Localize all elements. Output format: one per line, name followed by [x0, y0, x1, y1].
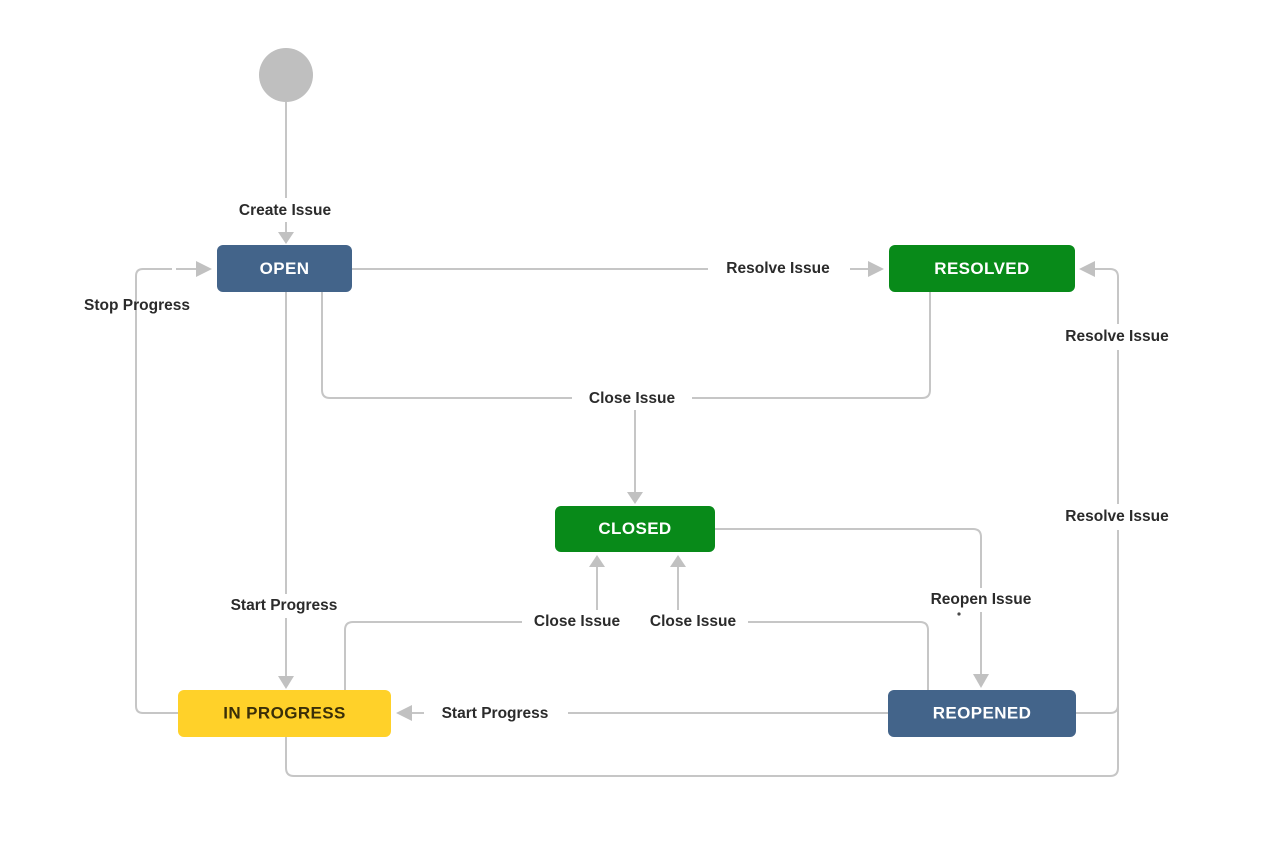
arrowhead-reopen-issue-to-reopened: [973, 674, 989, 688]
edge-resolve-issue-from-reopened: [1076, 530, 1119, 714]
edge-label-resolve-issue-top: Resolve Issue: [726, 260, 830, 277]
node-in-progress-rect[interactable]: [178, 690, 391, 737]
edge-reopen-issue: [715, 528, 982, 588]
edge-label-reopen-issue: Reopen Issue: [931, 591, 1032, 608]
node-open[interactable]: OPEN: [217, 245, 352, 292]
edge-stop-progress: [135, 268, 178, 714]
arrowhead-create-issue-to-open: [278, 232, 294, 244]
edge-label-resolve-issue-mid: Resolve Issue: [1065, 328, 1169, 345]
reopen-issue-dot-artifact: [957, 612, 961, 616]
edge-label-close-issue-top: Close Issue: [589, 390, 676, 407]
arrowhead-close-issue-in-progress-to-closed: [589, 555, 605, 567]
node-reopened-rect[interactable]: [888, 690, 1076, 737]
node-closed[interactable]: CLOSED: [555, 506, 715, 552]
edge-close-issue-from-open: [321, 292, 572, 399]
edge-close-issue-from-reopened: [748, 621, 929, 690]
edge-close-issue-from-resolved: [692, 292, 931, 399]
arrowhead-close-issue-to-closed: [627, 492, 643, 504]
node-resolved-label: RESOLVED: [934, 259, 1029, 278]
start-node-circle: [259, 48, 313, 102]
start-node-group: [259, 48, 313, 102]
edge-label-start-progress-bottom: Start Progress: [442, 705, 549, 722]
arrowhead-start-progress-to-in-progress: [278, 676, 294, 689]
edge-label-start-progress-center: Start Progress: [231, 597, 338, 614]
edges-layer: [135, 102, 1119, 777]
edge-labels-layer: Create Issue Stop Progress Resolve Issue…: [84, 202, 1169, 722]
node-reopened[interactable]: REOPENED: [888, 690, 1076, 737]
edge-label-stop-progress: Stop Progress: [84, 297, 190, 314]
edge-label-resolve-issue-low: Resolve Issue: [1065, 508, 1169, 525]
arrowhead-stop-progress-to-open: [196, 261, 212, 277]
edge-close-issue-from-in-progress: [344, 621, 522, 690]
node-in-progress-label: IN PROGRESS: [223, 703, 345, 722]
node-reopened-label: REOPENED: [933, 703, 1032, 722]
node-open-label: OPEN: [260, 259, 310, 278]
arrowhead-resolve-issue-to-resolved-2: [1079, 261, 1095, 277]
edge-label-close-issue-right: Close Issue: [650, 613, 737, 630]
node-in-progress[interactable]: IN PROGRESS: [178, 690, 391, 737]
nodes-layer: OPEN RESOLVED CLOSED IN PROGRESS REOPENE…: [178, 245, 1076, 737]
arrowhead-close-issue-reopened-to-closed: [670, 555, 686, 567]
node-closed-rect[interactable]: [555, 506, 715, 552]
node-resolved[interactable]: RESOLVED: [889, 245, 1075, 292]
node-resolved-rect[interactable]: [889, 245, 1075, 292]
edge-resolve-issue-from-in-progress: [285, 530, 1119, 777]
node-closed-label: CLOSED: [598, 519, 671, 538]
edge-resolve-issue-from-in-progress-top: [1095, 268, 1119, 324]
edge-label-close-issue-left: Close Issue: [534, 613, 621, 630]
arrowhead-start-progress-to-in-progress-2: [396, 705, 412, 721]
arrowhead-resolve-issue-to-resolved: [868, 261, 884, 277]
node-open-rect[interactable]: [217, 245, 352, 292]
edge-label-create-issue: Create Issue: [239, 202, 332, 219]
